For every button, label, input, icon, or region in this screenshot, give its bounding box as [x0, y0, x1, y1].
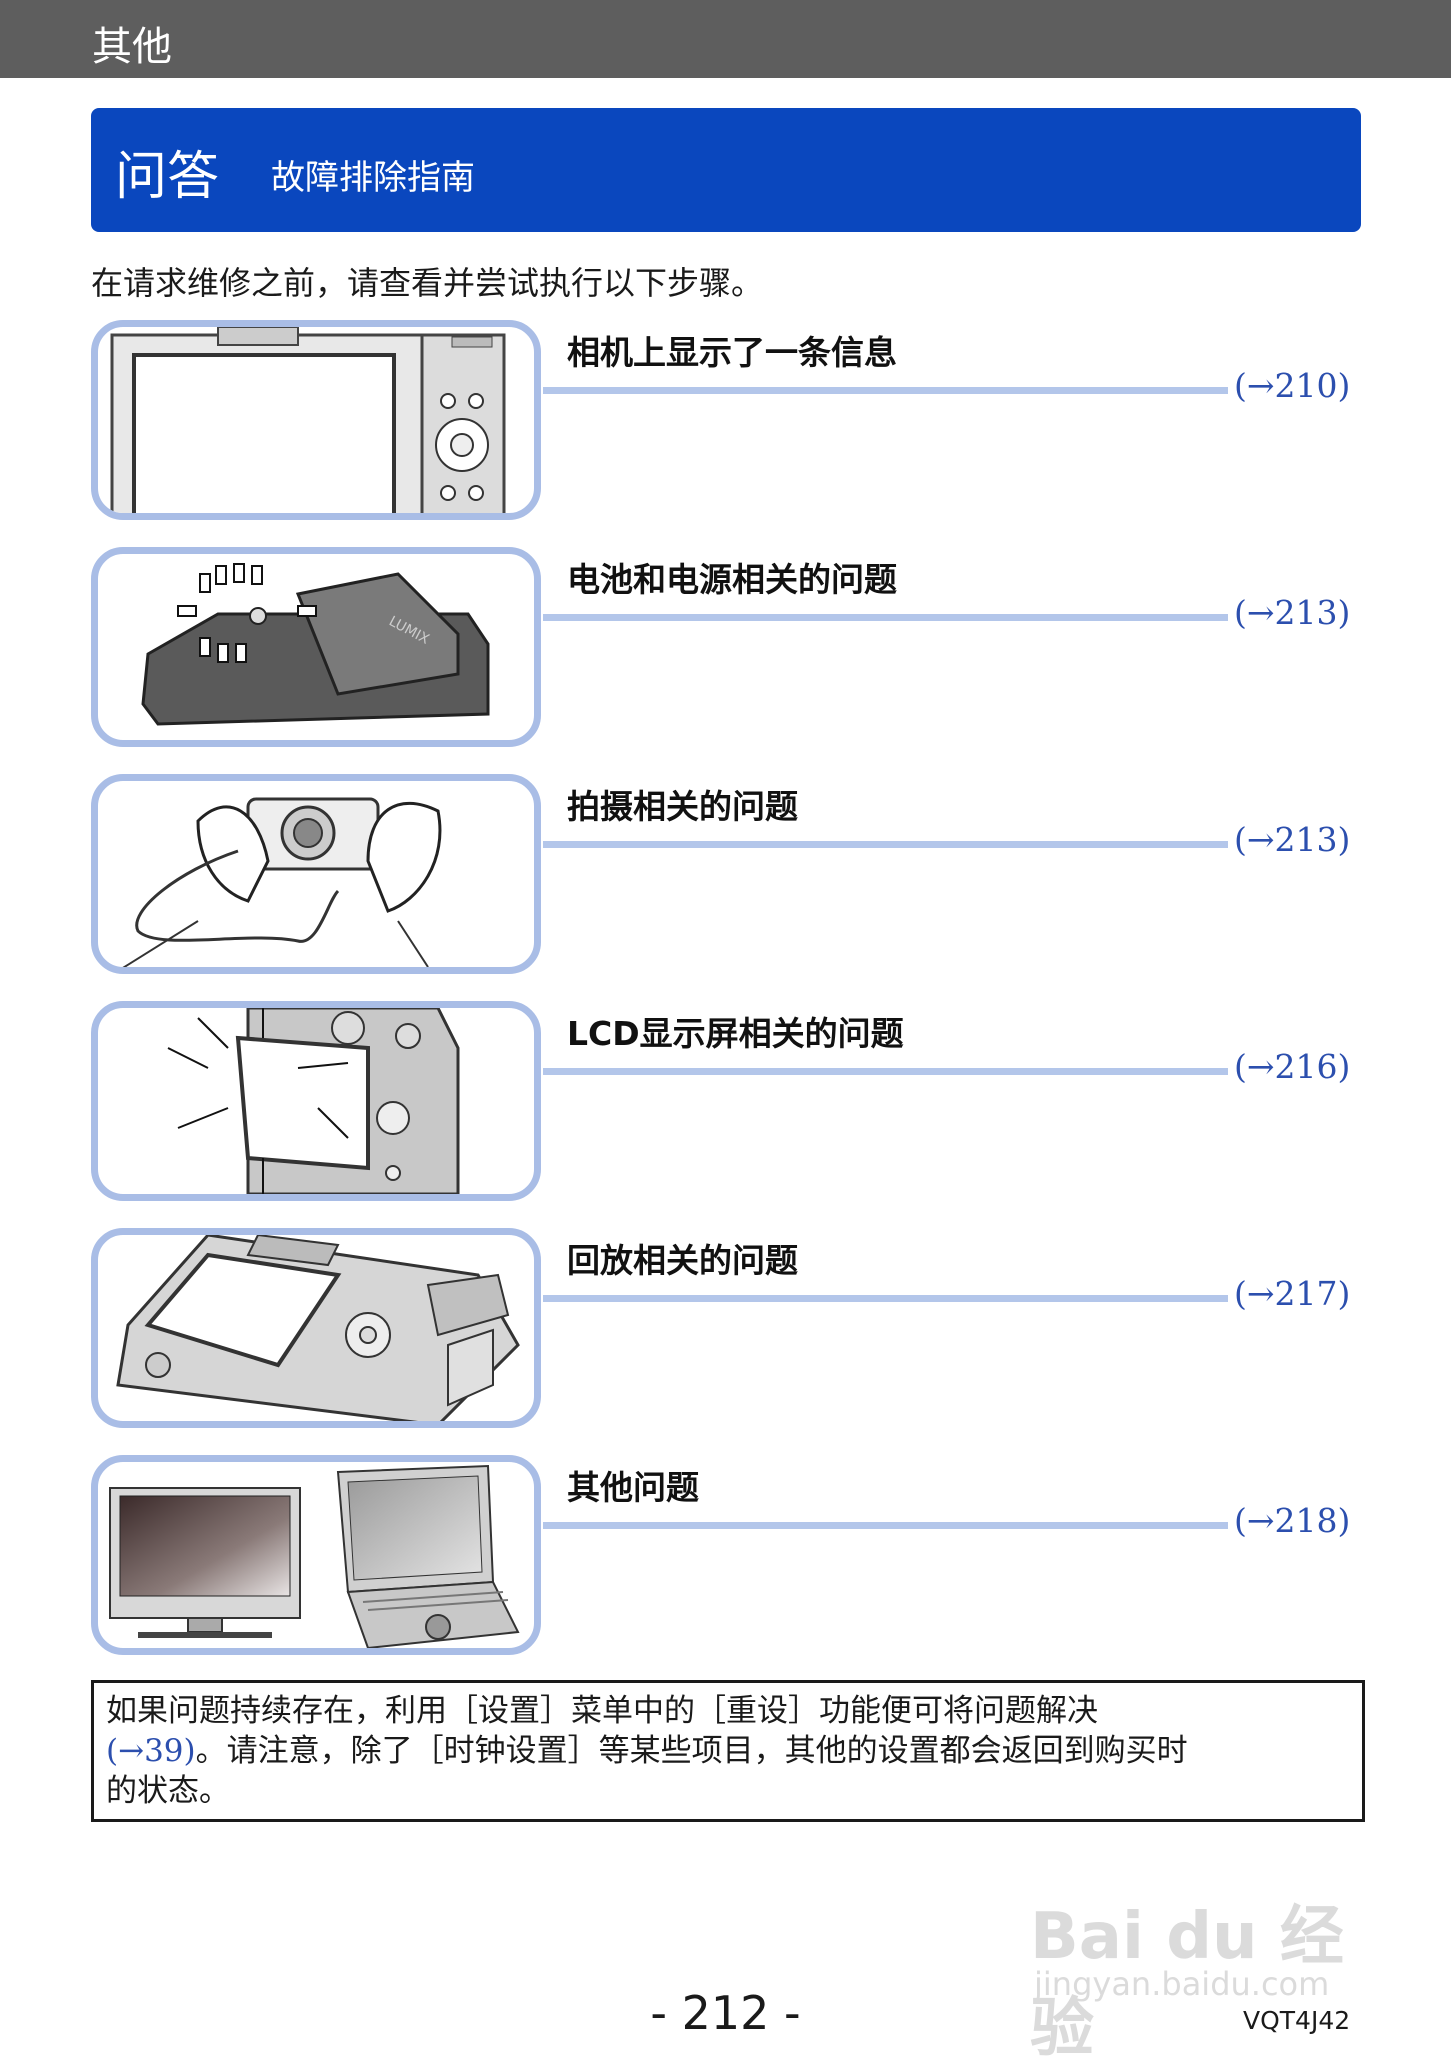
camera-back-icon [91, 320, 541, 520]
page-reference-link[interactable]: (→210) [1234, 366, 1351, 405]
leader-line [543, 1295, 1228, 1302]
faq-row-shooting[interactable]: 拍摄相关的问题 (→213) [0, 774, 1451, 984]
battery-charger-icon: LUMIX [91, 547, 541, 747]
note-line-3: 的状态。 [106, 1773, 230, 1809]
row-title: 电池和电源相关的问题 [567, 560, 897, 599]
lcd-monitor-camera-icon [91, 1001, 541, 1201]
row-title: 相机上显示了一条信息 [567, 333, 897, 372]
row-title: 拍摄相关的问题 [567, 787, 798, 826]
hands-holding-camera-icon [91, 774, 541, 974]
reset-page-link[interactable]: (→39) [106, 1733, 196, 1769]
leader-line [543, 1522, 1228, 1529]
banner-subtitle: 故障排除指南 [271, 158, 475, 198]
faq-row-other[interactable]: 其他问题 (→218) [0, 1455, 1451, 1665]
camera-playback-icon [91, 1228, 541, 1428]
watermark-brand: Bai du 经验 [1030, 1900, 1344, 2066]
note-line-2-text: 。请注意，除了［时钟设置］等某些项目，其他的设置都会返回到购买时 [195, 1733, 1188, 1769]
reset-note-box: 如果问题持续存在，利用［设置］菜单中的［重设］功能便可将问题解决 (→39)。请… [91, 1680, 1365, 1822]
page-reference-link[interactable]: (→213) [1234, 593, 1351, 632]
faq-row-battery[interactable]: LUMIX 电池和电源相关的问题 (→213) [0, 547, 1451, 757]
category-label: 其他 [92, 24, 172, 70]
page-number: - 212 - [650, 1986, 801, 2040]
row-title: 其他问题 [567, 1468, 699, 1507]
faq-row-playback[interactable]: 回放相关的问题 (→217) [0, 1228, 1451, 1438]
note-line-2: (→39)。请注意，除了［时钟设置］等某些项目，其他的设置都会返回到购买时 [106, 1731, 1350, 1771]
tv-and-laptop-icon [91, 1455, 541, 1655]
leader-line [543, 614, 1228, 621]
leader-line [543, 387, 1228, 394]
page-reference-link[interactable]: (→213) [1234, 820, 1351, 859]
note-line-1: 如果问题持续存在，利用［设置］菜单中的［重设］功能便可将问题解决 [106, 1693, 1098, 1729]
baidu-watermark: Bai du 经验 jingyan.baidu.com [1030, 1845, 1370, 2066]
leader-line [543, 841, 1228, 848]
page-reference-link[interactable]: (→216) [1234, 1047, 1351, 1086]
banner-title: 问答 [115, 147, 220, 207]
intro-text: 在请求维修之前，请查看并尝试执行以下步骤。 [91, 264, 764, 302]
section-banner: 问答 故障排除指南 [91, 108, 1361, 232]
watermark-url: jingyan.baidu.com [1034, 1965, 1330, 2003]
leader-line [543, 1068, 1228, 1075]
page-reference-link[interactable]: (→217) [1234, 1274, 1351, 1313]
page-reference-link[interactable]: (→218) [1234, 1501, 1351, 1540]
document-code: VQT4J42 [1243, 2006, 1351, 2035]
faq-row-lcd[interactable]: LCD显示屏相关的问题 (→216) [0, 1001, 1451, 1211]
row-title: LCD显示屏相关的问题 [567, 1014, 904, 1053]
top-category-bar: 其他 [0, 0, 1451, 78]
row-title: 回放相关的问题 [567, 1241, 798, 1280]
faq-row-message[interactable]: 相机上显示了一条信息 (→210) [0, 320, 1451, 530]
